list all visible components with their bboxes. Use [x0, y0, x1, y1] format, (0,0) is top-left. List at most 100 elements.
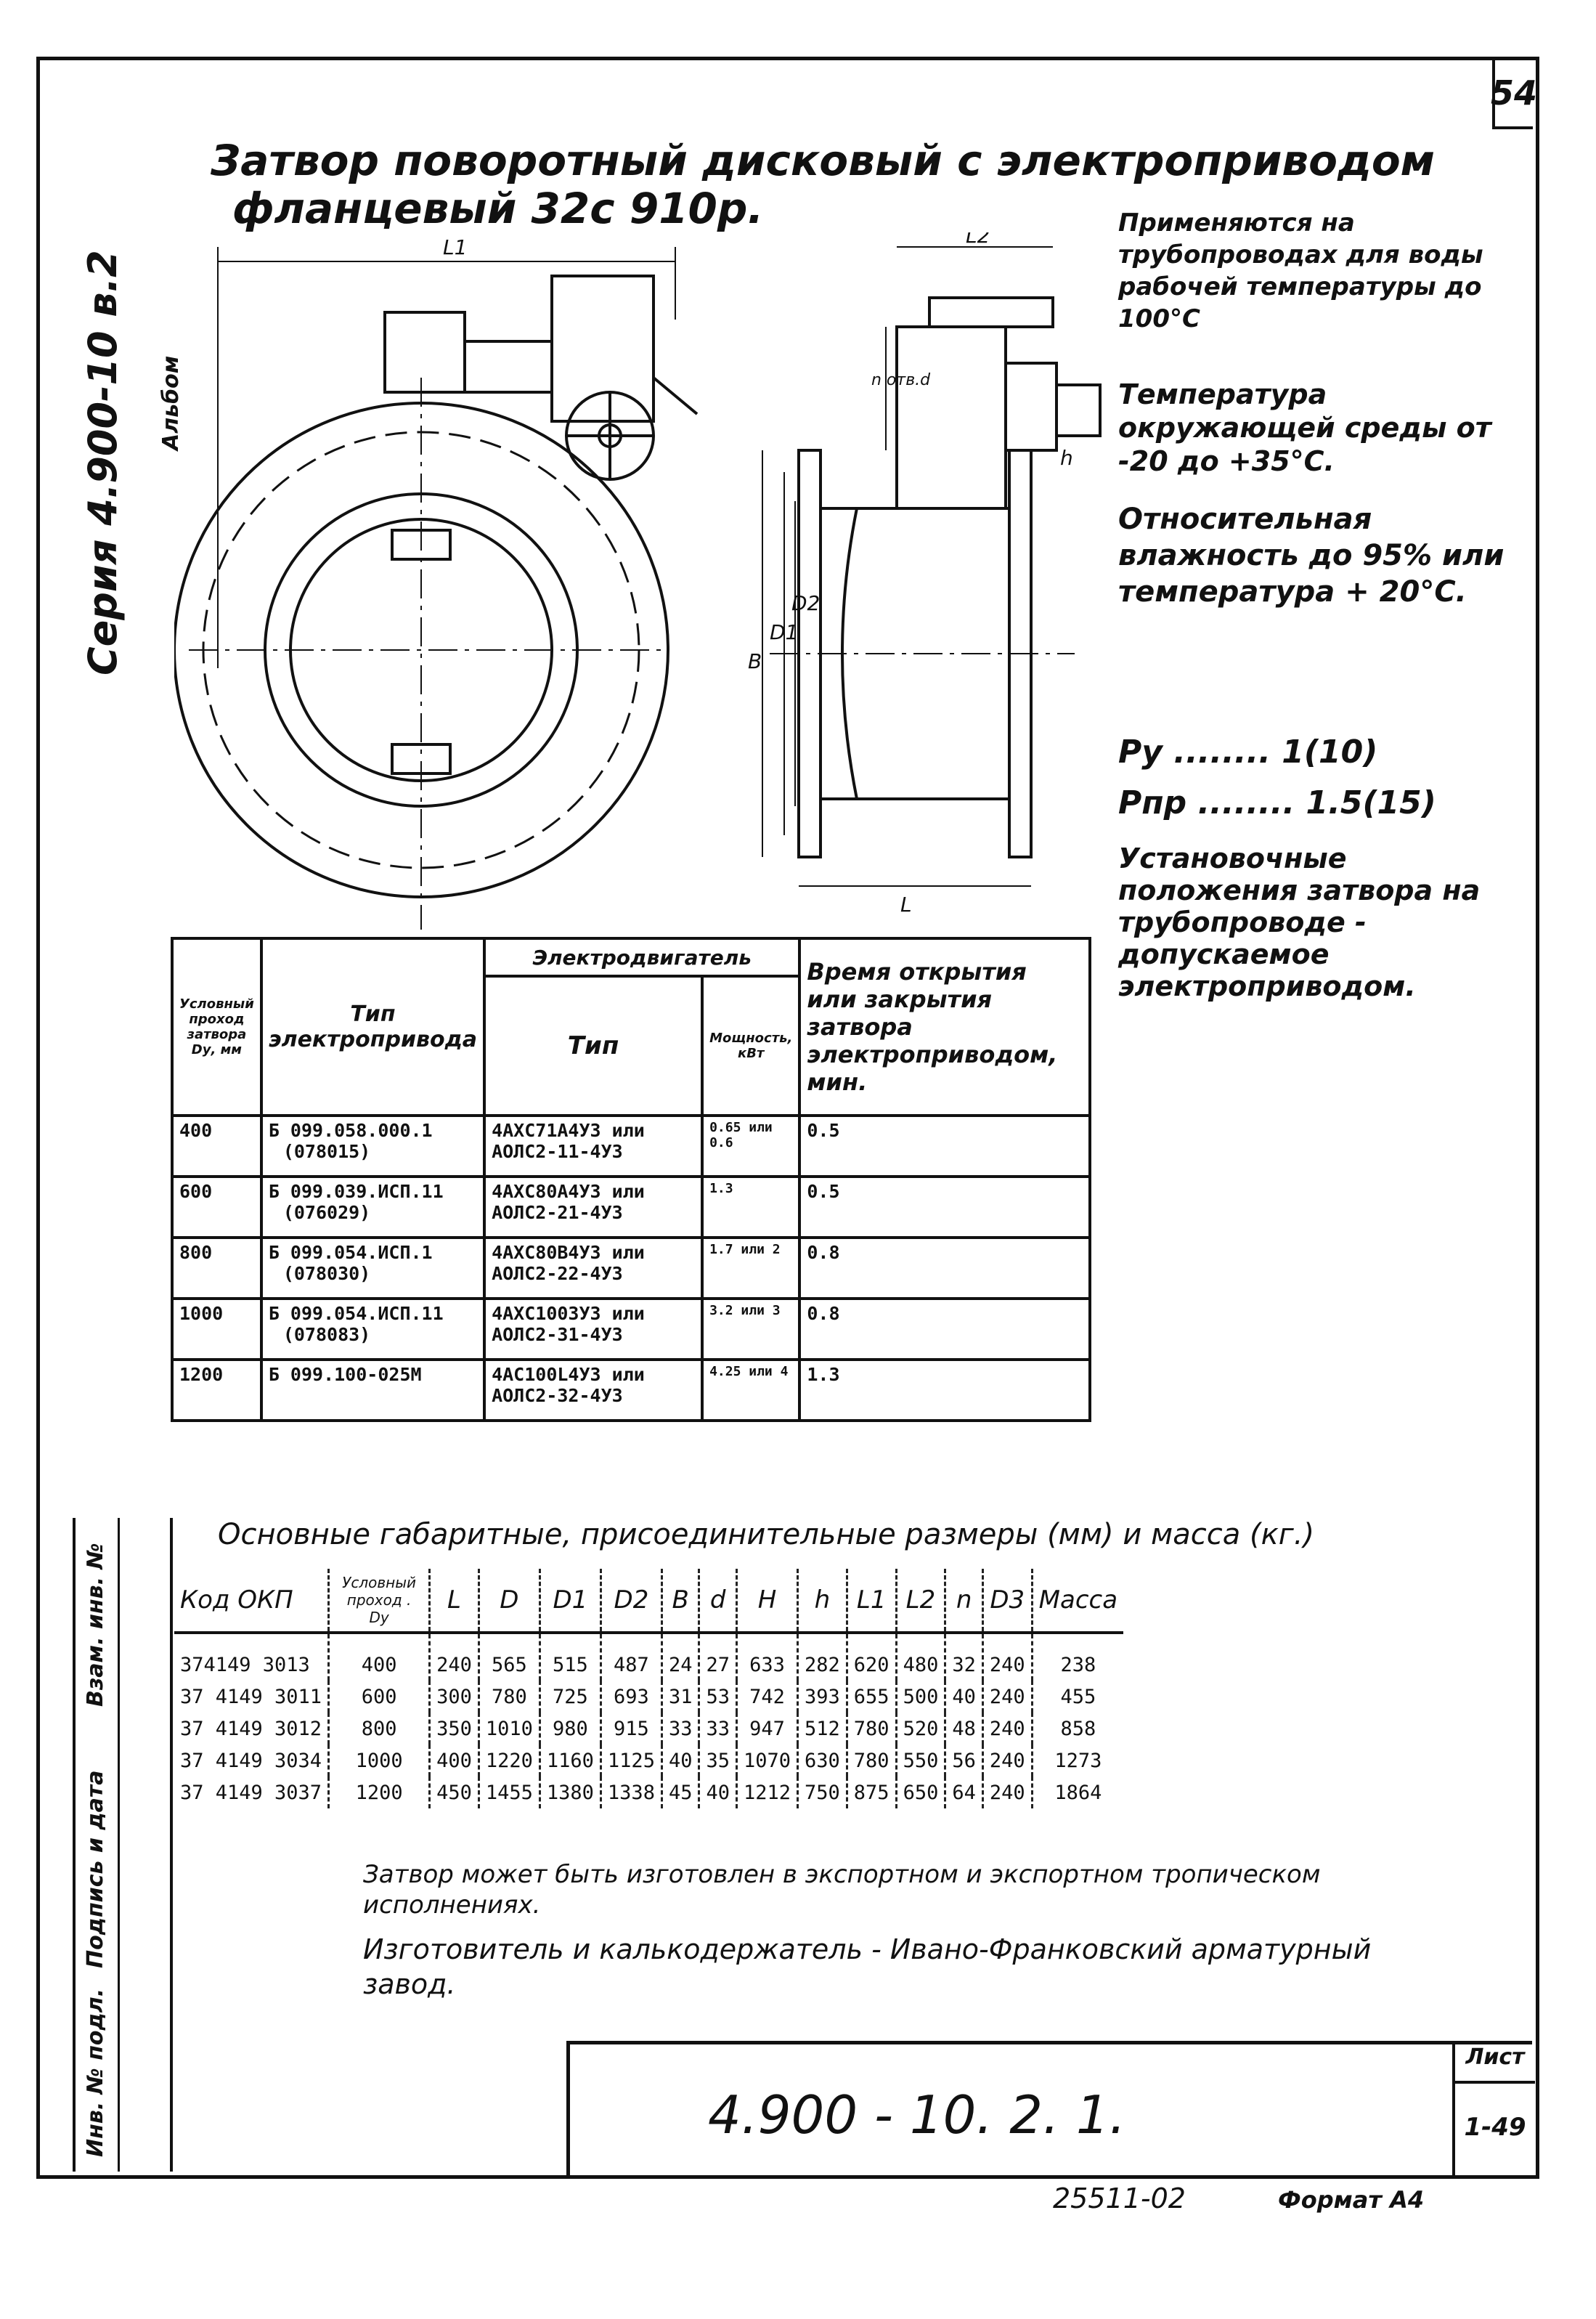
dims-cell: 520 — [895, 1713, 945, 1745]
dims-header-cell: D1 — [538, 1569, 601, 1634]
dims-header-cell: L2 — [895, 1569, 945, 1634]
drawing-title: Затвор поворотный дисковый с электроприв… — [211, 137, 1435, 232]
dims-cell: 31 — [660, 1681, 699, 1713]
dims-cell: 374149 3013 — [180, 1653, 310, 1676]
header-drive-type: Тип электропривода — [259, 937, 486, 1117]
cell-time: 0.5 — [798, 1114, 1092, 1178]
header-dn: Условный проход затвора Dу, мм — [171, 937, 263, 1117]
dims-cell: 1010 — [477, 1713, 540, 1745]
top-trunnion — [391, 529, 452, 561]
dims-cell: 480 — [895, 1633, 945, 1681]
dims-cell: 742 — [735, 1681, 798, 1713]
cell-power: 4.25 или 4 — [701, 1358, 802, 1422]
title-block: 4.900 - 10. 2. 1. Лист 1-49 — [566, 2041, 1535, 2177]
dim-d1-label: D1 — [770, 620, 798, 644]
dims-cell: 393 — [797, 1681, 847, 1713]
dims-caption: Основные габаритные, присоединительные р… — [218, 1518, 1315, 1551]
dims-cell: 282 — [797, 1633, 847, 1681]
dims-cell: 487 — [599, 1633, 662, 1681]
cell-power: 3.2 или 3 — [701, 1297, 802, 1361]
dim-b-label: B — [748, 649, 762, 673]
dims-cell: 300 — [428, 1681, 479, 1713]
bottom-code: 25511-02 — [1053, 2182, 1186, 2214]
dims-cell: 725 — [538, 1681, 601, 1713]
dims-cell: 1200 — [327, 1776, 430, 1808]
cell-drive: Б 099.039.ИСП.11(076029) — [259, 1175, 486, 1239]
cell-drive: Б 099.054.ИСП.11(078083) — [259, 1297, 486, 1361]
cell-drive: Б 099.058.000.1(078015) — [259, 1114, 486, 1178]
replace-inv-label: Взам. инв. № — [83, 1543, 108, 1707]
dims-cell: 550 — [895, 1745, 945, 1776]
sheet-frame — [36, 57, 1539, 2179]
cell-time: 0.8 — [798, 1236, 1092, 1300]
side-drive-top — [928, 296, 1054, 328]
cell-time: 0.5 — [798, 1175, 1092, 1239]
dims-cell: 350 — [428, 1713, 479, 1745]
sign-date-label: Подпись и дата — [83, 1770, 108, 1968]
dims-cell: 650 — [895, 1776, 945, 1808]
dims-cell: 633 — [735, 1633, 798, 1681]
dims-cell: 780 — [845, 1745, 897, 1776]
cell-dn: 600 — [171, 1175, 263, 1239]
cell-drive: Б 099.054.ИСП.1(078030) — [259, 1236, 486, 1300]
dims-header-cell: Код ОКП — [174, 1569, 329, 1634]
dims-cell: 240 — [981, 1745, 1033, 1776]
dims-cell: 750 — [797, 1776, 847, 1808]
motor-body — [550, 275, 655, 423]
dims-header-cell: L — [428, 1569, 479, 1634]
dims-cell: 56 — [944, 1745, 983, 1776]
dims-cell: 37 4149 3012 — [180, 1717, 322, 1740]
dims-header-cell: D3 — [981, 1569, 1033, 1634]
dims-cell: 630 — [797, 1745, 847, 1776]
sheet-box: Лист 1-49 — [1452, 2044, 1535, 2177]
dims-header-cell: D2 — [599, 1569, 662, 1634]
dims-cell: 512 — [797, 1713, 847, 1745]
dims-cell: 400 — [428, 1745, 479, 1776]
dims-header-cell: B — [660, 1569, 699, 1634]
dims-cell: 1864 — [1030, 1776, 1124, 1808]
dims-cell: 565 — [477, 1633, 540, 1681]
drive-table: Условный проход затвора Dу, мм Тип элект… — [171, 937, 1092, 1422]
side-gear — [1004, 362, 1058, 452]
title-line-1: Затвор поворотный дисковый с электроприв… — [211, 136, 1436, 185]
dims-cell: 240 — [981, 1633, 1033, 1681]
dims-cell: 620 — [845, 1633, 897, 1681]
dims-cell: 915 — [599, 1713, 662, 1745]
cell-dn: 1200 — [171, 1358, 263, 1422]
footnote-execution: Затвор может быть изготовлен в экспортно… — [363, 1860, 1321, 1920]
dims-cell: 1380 — [538, 1776, 601, 1808]
dim-l1-label: L1 — [443, 235, 467, 259]
dims-cell: 238 — [1030, 1633, 1124, 1681]
cell-power: 0.65 или 0.6 — [701, 1114, 802, 1178]
note-py: Ру ........ 1(10) — [1118, 734, 1378, 771]
dim-l-label: L — [900, 893, 912, 917]
dims-cell: 32 — [944, 1633, 983, 1681]
valve-drawing: L1 L2 L B D1 D2 n отв.d h — [174, 232, 1102, 930]
dims-cell: 1212 — [735, 1776, 798, 1808]
dims-cell: 1000 — [327, 1745, 430, 1776]
left-stamp-strip: Инв. № подл. Подпись и дата Взам. инв. № — [73, 1518, 173, 2172]
note-ppr: Рпр ........ 1.5(15) — [1118, 784, 1436, 821]
dims-cell: 1338 — [599, 1776, 662, 1808]
sheet-number: 1-49 — [1464, 2113, 1526, 2142]
dims-header-cell: d — [698, 1569, 737, 1634]
page-number: 54 — [1491, 60, 1537, 129]
inv-sub-label: Инв. № подл. — [83, 1988, 108, 2157]
dims-cell: 1160 — [538, 1745, 601, 1776]
sheet-label: Лист — [1455, 2044, 1535, 2084]
dims-cell: 40 — [944, 1681, 983, 1713]
dims-header-cell: n — [944, 1569, 983, 1634]
gearbox-body — [383, 311, 466, 394]
cell-power: 1.3 — [701, 1175, 802, 1239]
dims-header-cell: Условный проход . Dу — [327, 1569, 430, 1634]
note-install: Установочные положения затвора на трубоп… — [1118, 842, 1481, 1002]
